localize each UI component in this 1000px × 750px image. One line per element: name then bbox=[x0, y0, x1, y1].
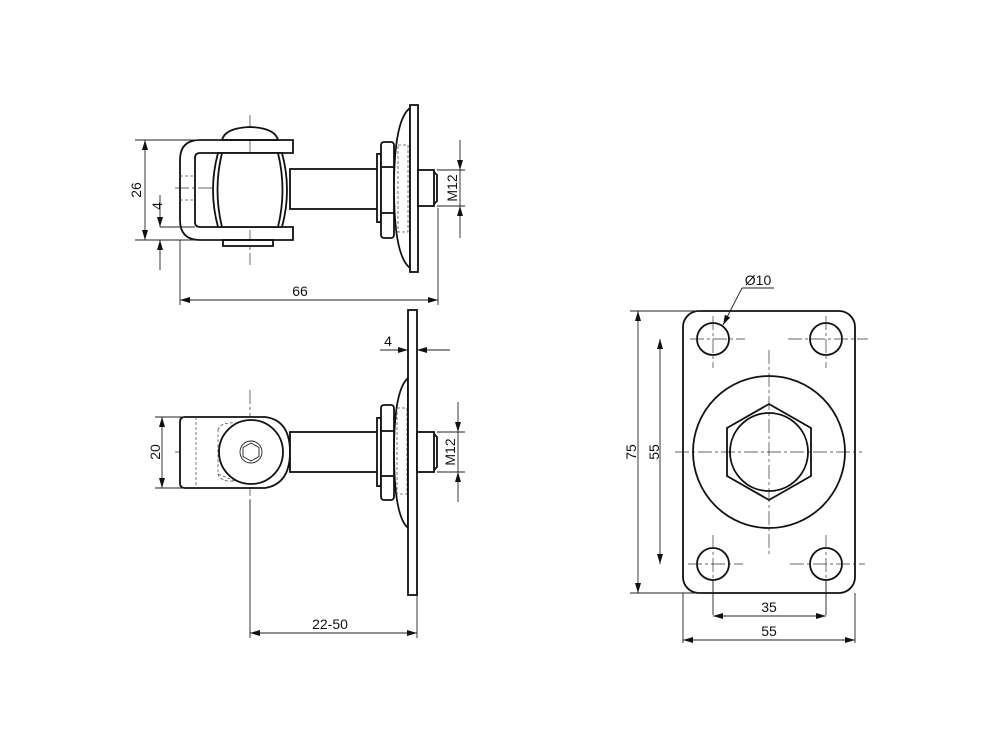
dim-20: 20 bbox=[147, 444, 163, 460]
dim-35: 35 bbox=[761, 599, 777, 615]
side-view-hinge: 20 4 22-50 M12 bbox=[147, 309, 465, 638]
top-cap bbox=[220, 126, 280, 141]
dim-55-horizontal: 55 bbox=[761, 623, 777, 639]
dim-55-vertical: 55 bbox=[646, 444, 662, 460]
ball-joint bbox=[212, 152, 288, 228]
top-view-hinge: 26 4 66 M12 bbox=[128, 104, 465, 305]
threaded-rod-side bbox=[289, 431, 381, 473]
mounting-holes bbox=[688, 316, 868, 590]
dim-75: 75 bbox=[623, 444, 639, 460]
hex-socket-icon bbox=[242, 442, 260, 462]
plate-front-view: 75 55 35 55 Ø10 bbox=[623, 272, 868, 643]
dim-66: 66 bbox=[292, 283, 308, 299]
dim-m12-side: M12 bbox=[442, 438, 458, 465]
dim-26: 26 bbox=[128, 182, 144, 198]
pivot-pin bbox=[218, 419, 284, 485]
hex-nut bbox=[726, 402, 812, 502]
mounting-plate bbox=[409, 104, 419, 273]
dim-4-top: 4 bbox=[149, 202, 165, 210]
dim-22-50: 22-50 bbox=[312, 616, 348, 632]
dim-4-side: 4 bbox=[384, 333, 392, 349]
nut bbox=[380, 141, 395, 239]
threaded-rod bbox=[289, 168, 379, 210]
dome-outline bbox=[692, 375, 846, 529]
dim-m12-top: M12 bbox=[444, 174, 460, 201]
mounting-plate-side bbox=[407, 309, 418, 596]
clevis-bracket bbox=[179, 139, 294, 241]
dim-hole-diameter: Ø10 bbox=[745, 272, 772, 288]
